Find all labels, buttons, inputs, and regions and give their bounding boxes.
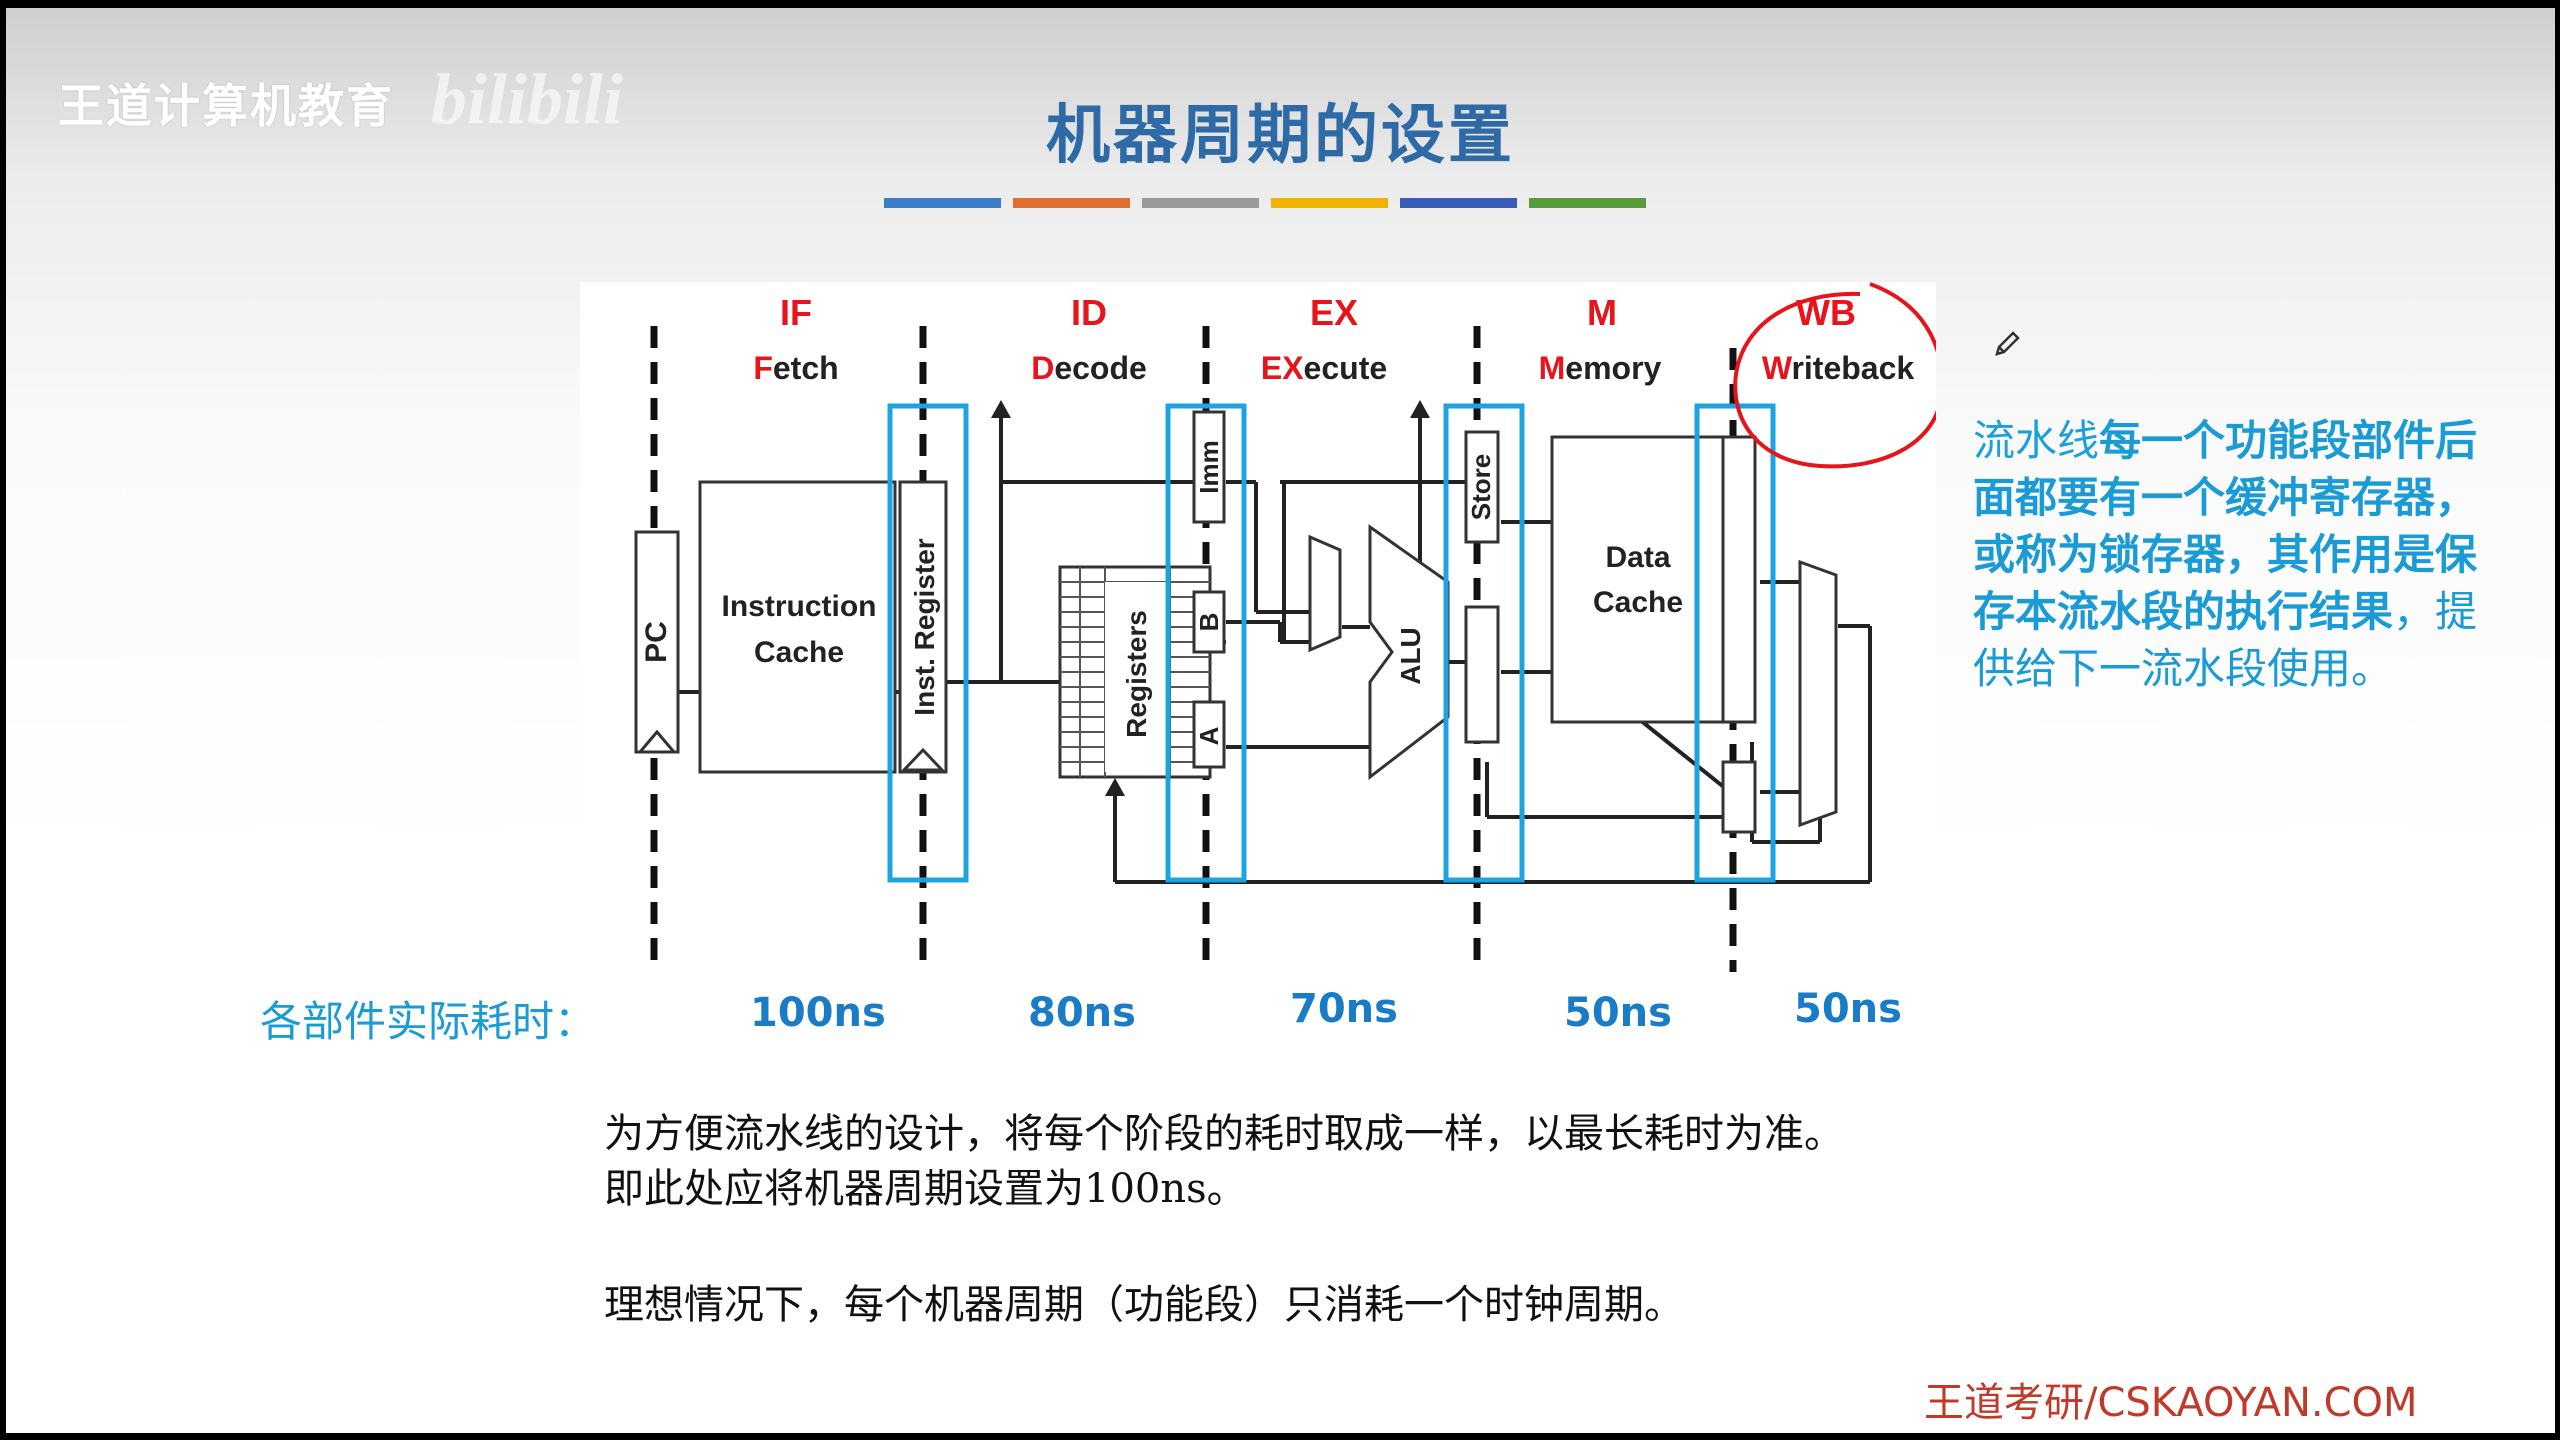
if-id-buffer-box — [887, 403, 969, 883]
slide: 王道计算机教育 bilibili 机器周期的设置 IF Fetch ID Dec… — [6, 8, 2555, 1433]
times-label: 各部件实际耗时： — [260, 997, 597, 1046]
bilibili-logo: bilibili — [431, 59, 624, 139]
id-ex-buffer-box — [1165, 403, 1247, 883]
watermark-text: 王道计算机教育 — [58, 79, 394, 133]
icache-label-1: Instruction — [722, 590, 877, 623]
side-note-part-3: 保存本流水段的执行结果 — [1973, 530, 2478, 636]
wb-latch-alu — [1721, 760, 1757, 834]
title-bar-1 — [884, 198, 1001, 208]
stage-if-name: Fetch — [753, 350, 838, 386]
title-bar-3 — [1142, 198, 1259, 208]
instruction-cache — [698, 480, 897, 774]
b-label: B — [1194, 613, 1224, 632]
ex-mem-buffer-box — [1443, 403, 1525, 883]
time-if: 100ns — [750, 990, 886, 1036]
body-line-1: 为方便流水线的设计，将每个阶段的耗时取成一样，以最长耗时为准。 — [604, 1111, 1844, 1157]
alu-label: ALU — [1395, 627, 1426, 685]
stage-ex-abbr: EX — [1310, 292, 1358, 333]
imm-label: Imm — [1194, 440, 1224, 493]
imm-latch — [1192, 410, 1226, 524]
pencil-icon — [1995, 331, 2020, 356]
alu-mux — [1308, 534, 1342, 653]
b-latch — [1192, 590, 1226, 654]
body-line-2: 即此处应将机器周期设置为100ns。 — [604, 1166, 1247, 1212]
time-m: 50ns — [1564, 990, 1672, 1036]
registers-label: Registers — [1121, 610, 1152, 738]
title-bar-5 — [1400, 198, 1517, 208]
footer-brand: 王道考研/CSKAOYAN.COM — [1924, 1380, 2418, 1426]
title-bar-2 — [1013, 198, 1130, 208]
stage-wb-abbr: WB — [1796, 292, 1856, 333]
body-line-3: 理想情况下，每个机器周期（功能段）只消耗一个时钟周期。 — [604, 1282, 1684, 1328]
stage-m-name: Memory — [1539, 350, 1662, 386]
stage-if-abbr: IF — [780, 292, 812, 333]
pipeline-diagram: IF Fetch ID Decode EX EXecute M Memory W… — [580, 282, 1936, 976]
store-latch — [1464, 430, 1500, 544]
dcache-label-2: Cache — [1593, 586, 1683, 619]
side-note-part-4: ，提供给下一流水段使用。 — [1973, 587, 2478, 693]
inst-register — [898, 480, 948, 774]
time-id: 80ns — [1028, 990, 1136, 1036]
store-label: Store — [1466, 454, 1496, 520]
time-wb: 50ns — [1794, 986, 1902, 1032]
icache-label-2: Cache — [754, 636, 844, 669]
wb-latch-mem — [1721, 435, 1757, 724]
side-note: 流水线每一个功能段部件后面都要有一个缓冲寄存器，或称为锁存器，其作用是保存本流水… — [1973, 412, 2513, 697]
dcache-label-1: Data — [1605, 541, 1670, 574]
side-note-part-1: 流水线 — [1973, 416, 2100, 465]
side-note-part-2: 每一个功能段部件后面都要有一个缓冲寄存器，或称为锁存器，其作用是 — [1973, 416, 2478, 579]
a-label: A — [1194, 726, 1224, 745]
title-bar-4 — [1271, 198, 1388, 208]
title-bar-6 — [1529, 198, 1646, 208]
pc-label: PC — [640, 621, 673, 663]
stage-id-abbr: ID — [1071, 292, 1107, 333]
stage-ex-name: EXecute — [1261, 350, 1387, 386]
stage-m-abbr: M — [1587, 292, 1617, 333]
inst-register-label: Inst. Register — [909, 538, 940, 715]
mem-wb-buffer-box — [1694, 403, 1776, 883]
stage-wb-name: Writeback — [1762, 350, 1915, 386]
stage-id-name: Decode — [1031, 350, 1147, 386]
data-cache — [1550, 435, 1744, 724]
slide-title: 机器周期的设置 — [1046, 99, 1515, 173]
alu-out-latch — [1464, 605, 1500, 744]
a-latch — [1192, 700, 1226, 769]
wb-highlight-circle — [1733, 282, 1936, 469]
wb-mux — [1798, 559, 1838, 828]
time-ex: 70ns — [1290, 986, 1398, 1032]
